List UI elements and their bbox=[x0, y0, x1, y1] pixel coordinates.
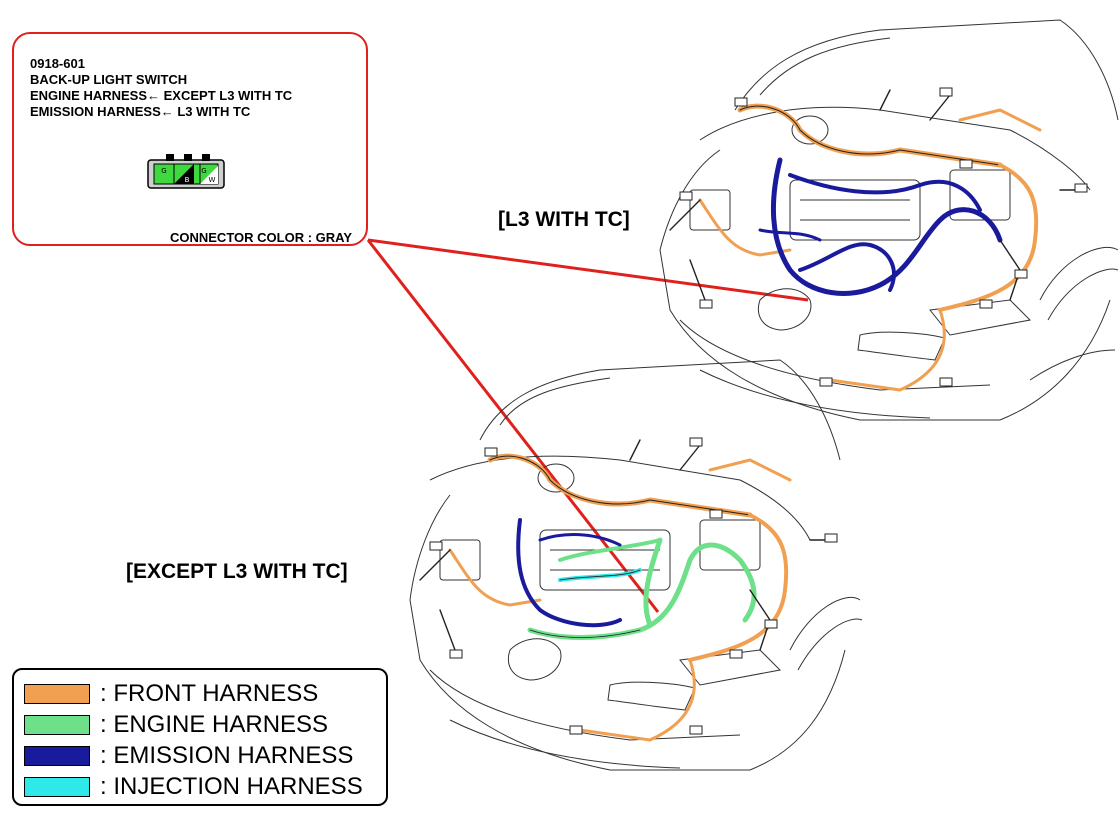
legend-swatch bbox=[24, 714, 90, 735]
engine-harness-note: ENGINE HARNESS← EXCEPT L3 WITH TC bbox=[30, 88, 293, 103]
legend-label: : EMISSION HARNESS bbox=[100, 741, 354, 769]
emission-harness-note: EMISSION HARNESS← L3 WITH TC bbox=[30, 104, 251, 119]
connectors-upper bbox=[679, 87, 1088, 387]
legend-item-engine-harness: : ENGINE HARNESS bbox=[24, 709, 376, 740]
car-except-l3-with-tc bbox=[409, 359, 863, 771]
pin-label: G bbox=[161, 167, 166, 175]
car-l3-with-tc bbox=[659, 19, 1119, 421]
legend-swatch bbox=[24, 776, 90, 797]
harness-wires-lower bbox=[419, 439, 836, 742]
legend-swatch bbox=[24, 683, 90, 704]
component-name: BACK-UP LIGHT SWITCH bbox=[30, 72, 188, 87]
pin-label: B bbox=[185, 176, 190, 184]
harness-wires-upper bbox=[669, 89, 1086, 392]
connector-code: 0918-601 bbox=[30, 56, 85, 71]
legend-item-emission-harness: : EMISSION HARNESS bbox=[24, 740, 376, 771]
legend-item-injection-harness: : INJECTION HARNESS bbox=[24, 771, 376, 802]
harness-legend: : FRONT HARNESS : ENGINE HARNESS : EMISS… bbox=[12, 668, 388, 806]
legend-item-front-harness: : FRONT HARNESS bbox=[24, 678, 376, 709]
connector-icon: G B G W bbox=[147, 154, 225, 189]
legend-swatch bbox=[24, 745, 90, 766]
connector-callout: 0918-601 BACK-UP LIGHT SWITCH ENGINE HAR… bbox=[12, 32, 368, 246]
legend-label: : INJECTION HARNESS bbox=[100, 772, 363, 800]
legend-label: : ENGINE HARNESS bbox=[100, 710, 329, 738]
legend-label: : FRONT HARNESS bbox=[100, 679, 319, 707]
variant-label-l3-with-tc: [L3 WITH TC] bbox=[498, 208, 630, 231]
pin-label: W bbox=[209, 176, 216, 184]
leader-lines bbox=[366, 238, 809, 613]
variant-label-except-l3-with-tc: [EXCEPT L3 WITH TC] bbox=[126, 560, 348, 583]
connectors-lower bbox=[429, 437, 838, 735]
callout-text: 0918-601 BACK-UP LIGHT SWITCH ENGINE HAR… bbox=[30, 56, 292, 120]
pin-label: G bbox=[201, 167, 206, 175]
connector-color-label: CONNECTOR COLOR : GRAY bbox=[169, 230, 352, 245]
